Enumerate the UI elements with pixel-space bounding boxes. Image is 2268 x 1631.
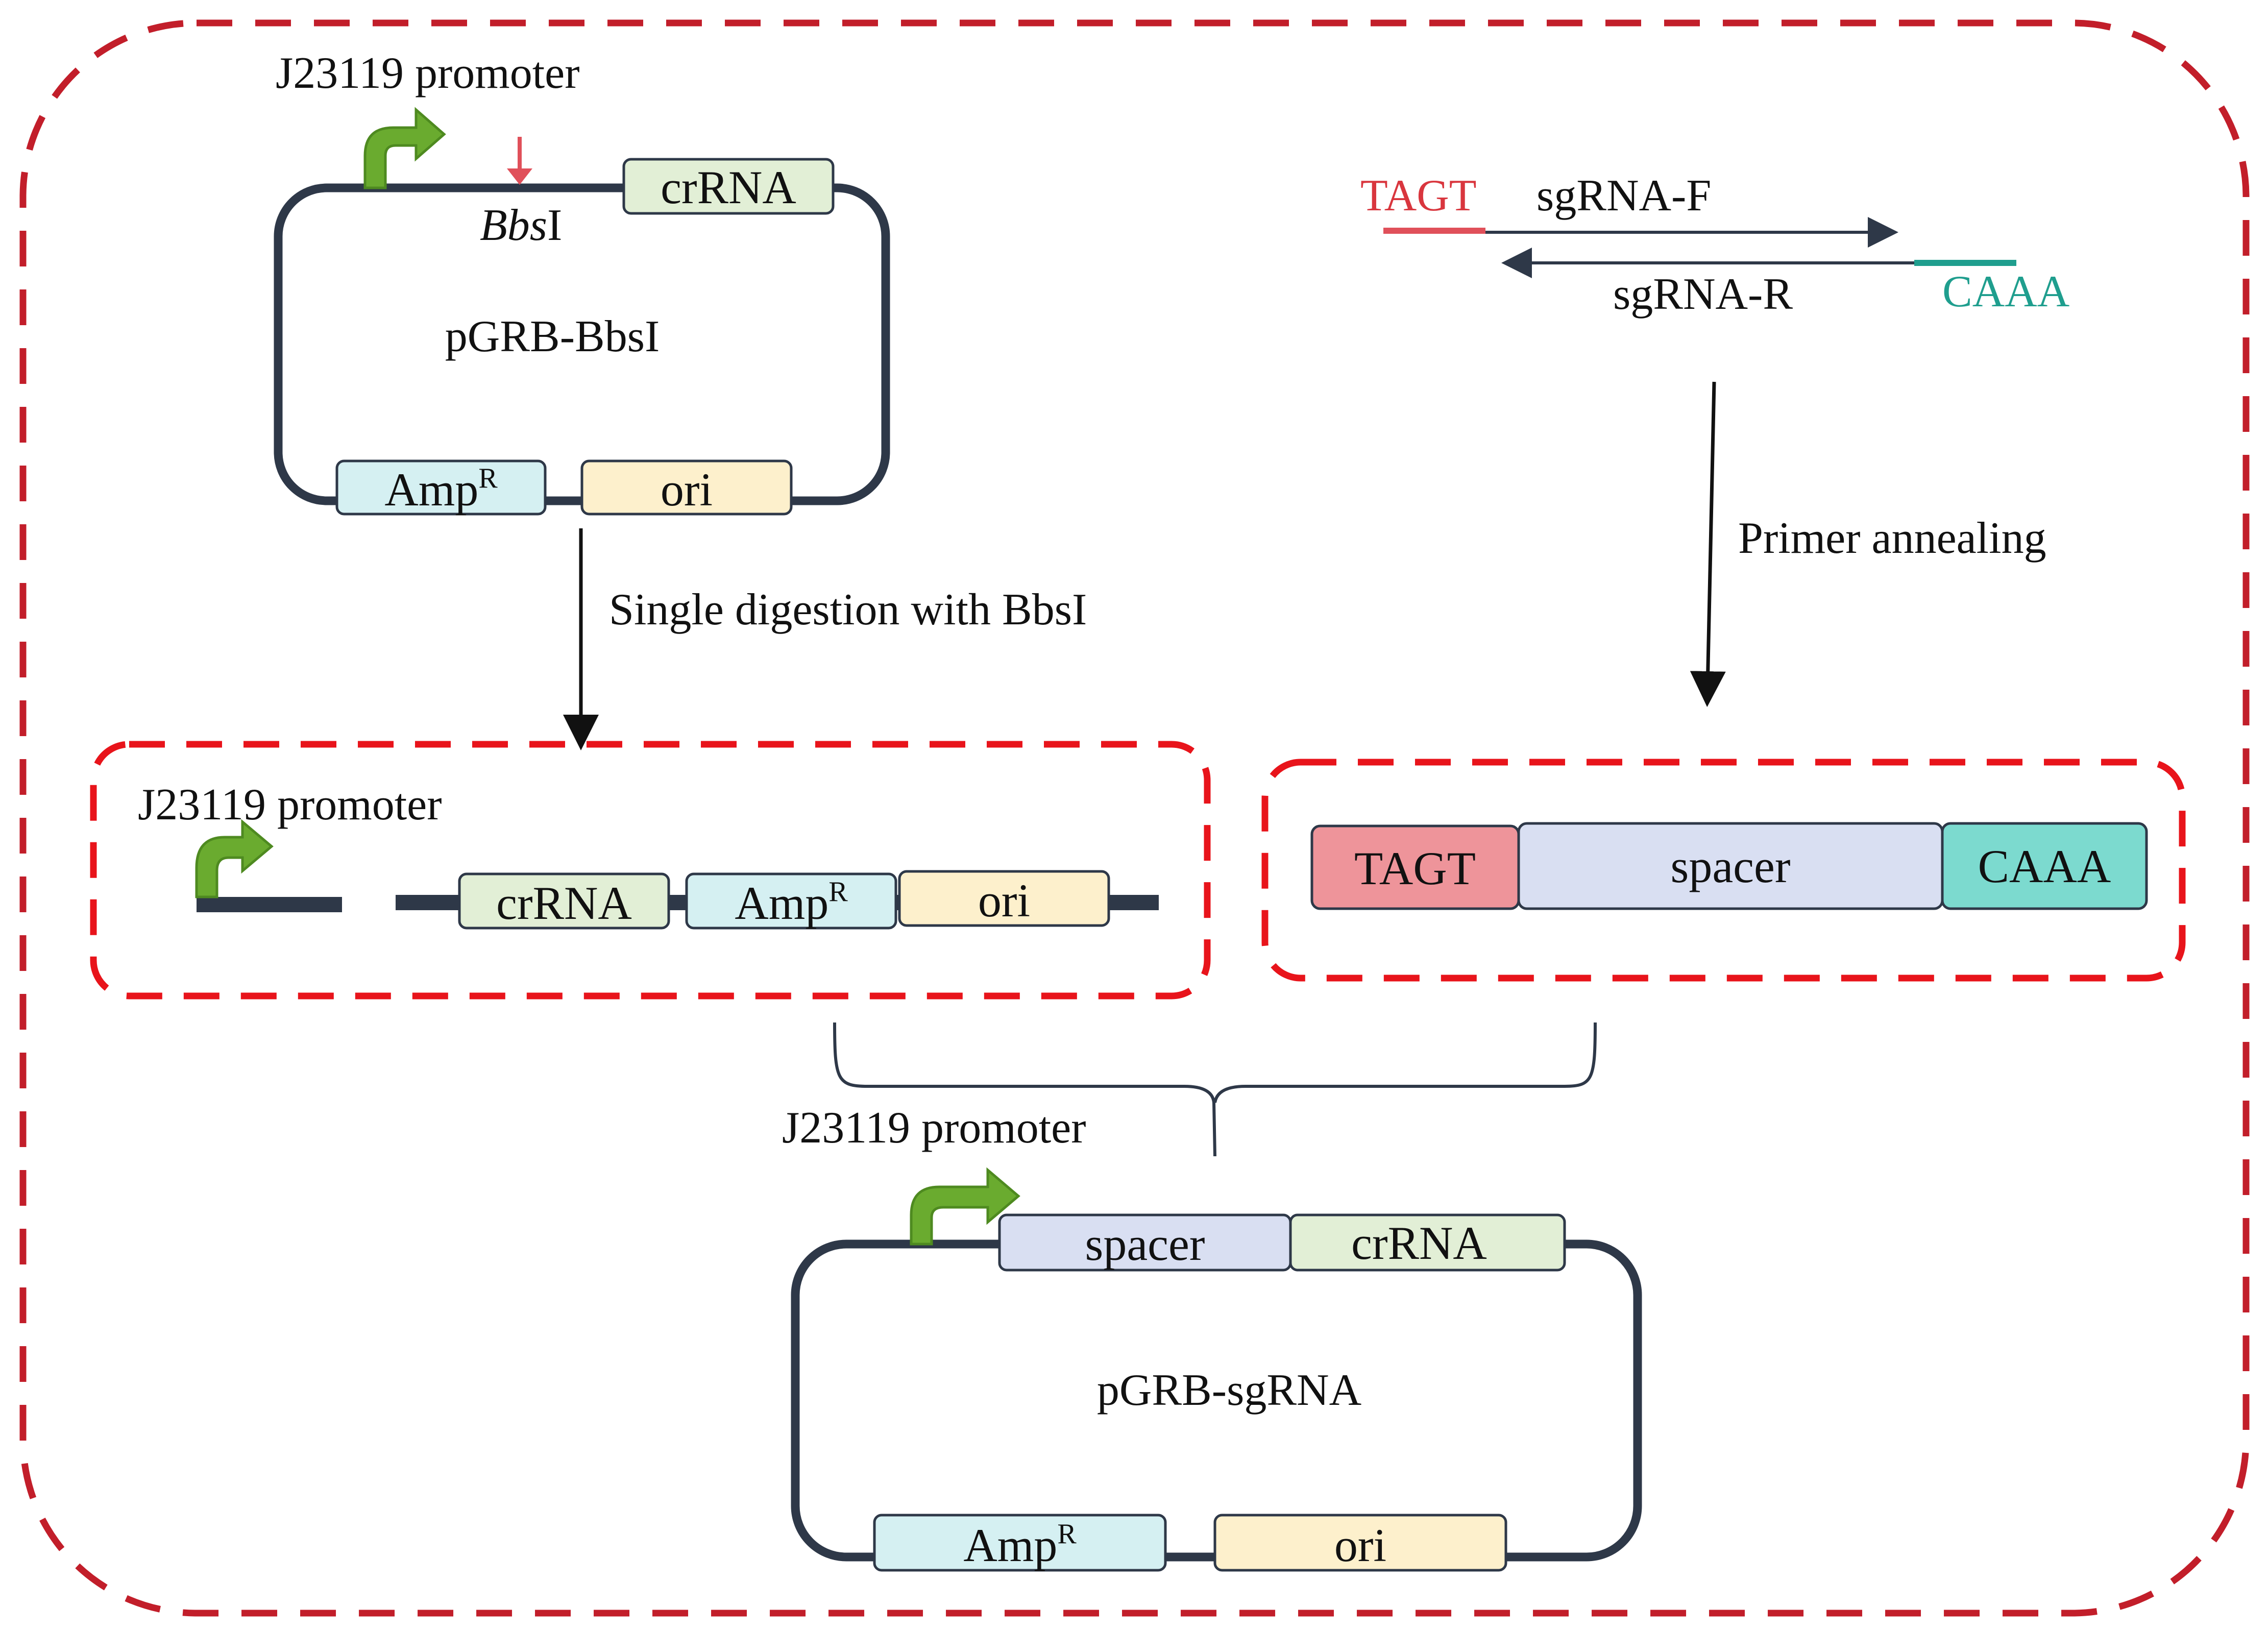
ori-label-final: ori [1334, 1519, 1386, 1571]
ampR-box-top [335, 459, 547, 516]
sgRNA-F-label: sgRNA-F [1537, 171, 1711, 221]
ampR-label-final: AmpR [963, 1518, 1077, 1571]
primer-pair: TAGT sgRNA-F sgRNA-R CAAA [1360, 171, 2069, 319]
spacer-label-final: spacer [1085, 1218, 1205, 1270]
annealed-insert: TAGT spacer CAAA [1310, 822, 2148, 910]
insert-dashed-box [1261, 759, 2186, 982]
caaa-box-label: CAAA [1978, 840, 2111, 892]
promoter-label-final: J23119 promoter [782, 1103, 1086, 1153]
promoter-arrow-final-icon [910, 1167, 1020, 1246]
crRNA-label-top: crRNA [661, 161, 796, 213]
crRNA-box-final [1289, 1213, 1566, 1272]
spacer-label-insert: spacer [1671, 840, 1791, 892]
digestion-step-label: Single digestion with BbsI [609, 585, 1087, 635]
bbsi-cut-arrow-icon [507, 137, 532, 185]
ampR-label-top: AmpR [384, 462, 498, 516]
plasmid-pgrb-sgrna: J23119 promoter spacer crRNA pGRB-sgRNA … [782, 1103, 1642, 1572]
plasmid-name-top: pGRB-BbsI [445, 312, 660, 361]
promoter-arrow-icon [363, 107, 446, 189]
crRNA-label-final: crRNA [1351, 1217, 1487, 1269]
crRNA-label-linear: crRNA [496, 877, 632, 929]
crRNA-box-linear [458, 872, 670, 930]
linearized-vector: J23119 promoter crRNA AmpR ori [138, 780, 1159, 930]
caaa-overhang-label: CAAA [1942, 267, 2069, 317]
ampR-box-final [873, 1514, 1167, 1572]
ori-label-top: ori [661, 464, 713, 516]
ligation-brace [833, 1022, 1597, 1157]
bbsi-site-label: BbsI [480, 201, 562, 250]
ori-box-final [1213, 1514, 1507, 1572]
tagt-overhang-label: TAGT [1360, 171, 1477, 221]
annealing-step-label: Primer annealing [1738, 514, 2046, 563]
outer-dashed-frame [19, 19, 2250, 1617]
ori-box-top [580, 459, 793, 516]
ori-box-linear [898, 870, 1110, 927]
ampR-label-linear: AmpR [735, 876, 848, 929]
tagt-box-label: TAGT [1354, 842, 1476, 894]
plasmid-pgrb-bbsi: J23119 promoter BbsI crRNA pGRB-BbsI Amp… [274, 48, 890, 516]
ampR-box-linear [685, 872, 897, 930]
caaa-box [1941, 822, 2148, 910]
ori-label-linear: ori [978, 874, 1030, 927]
promoter-arrow-linear-icon [195, 819, 274, 898]
promoter-label-top: J23119 promoter [276, 48, 580, 98]
linear-vector-dashed-box [90, 741, 1211, 1000]
promoter-label-linear: J23119 promoter [138, 780, 442, 830]
annealing-arrow [1690, 381, 1726, 707]
plasmid-name-final: pGRB-sgRNA [1097, 1366, 1361, 1415]
sgRNA-R-label: sgRNA-R [1613, 270, 1793, 319]
crRNA-box-top [622, 158, 835, 215]
